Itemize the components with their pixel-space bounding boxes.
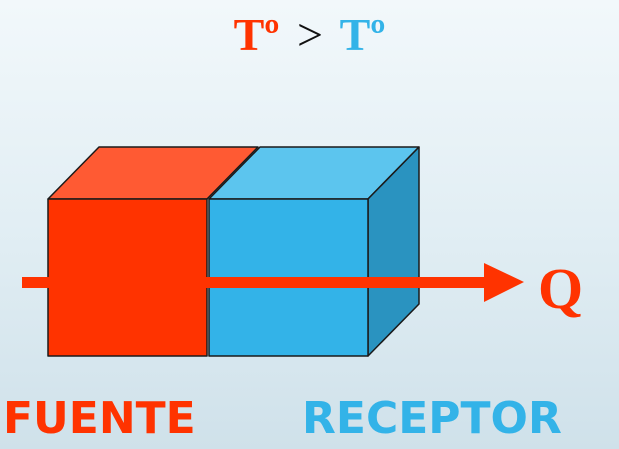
source-temperature: Tº (233, 9, 280, 60)
source-label: FUENTE (3, 393, 196, 444)
receiver-label: RECEPTOR (302, 393, 562, 444)
heat-flow-arrow-shaft (22, 277, 486, 288)
greater-than-sign: > (296, 9, 323, 60)
heat-flow-arrow-head (484, 263, 524, 302)
receiver-cube (208, 146, 420, 357)
heat-label: Q (538, 256, 584, 321)
heat-flow-arrow (22, 263, 524, 302)
temperature-comparison: Tº > Tº (0, 4, 619, 66)
receiver-temperature: Tº (339, 9, 386, 60)
